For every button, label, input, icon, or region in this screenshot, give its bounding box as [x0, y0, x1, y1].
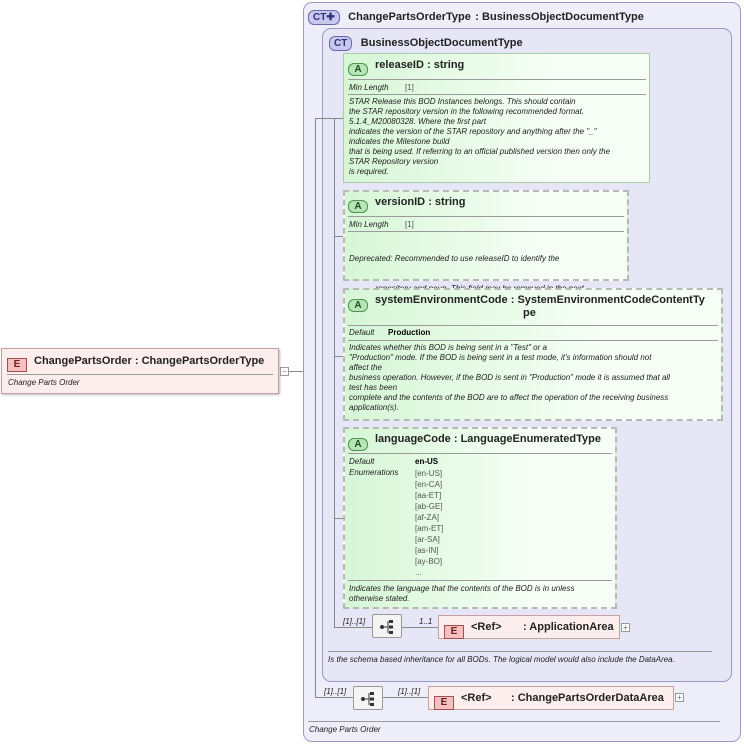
inner-type-doc: Is the schema based inheritance for all …: [328, 655, 675, 664]
enumeration-list: [en-US] [en-CA] [aa-ET] [ab-GE] [af-ZA] …: [415, 469, 444, 577]
separator: [348, 231, 624, 232]
separator: [328, 651, 712, 652]
facet-key: Default: [349, 457, 375, 466]
complex-type-badge-icon: CT: [329, 36, 353, 51]
root-element-doc: Change Parts Order: [8, 378, 80, 387]
attribute-badge-icon: A: [348, 63, 368, 76]
separator: [348, 79, 646, 80]
collapse-toggle-icon[interactable]: −: [280, 367, 289, 376]
outer-type-name: ChangePartsOrderType: [348, 11, 471, 23]
separator: [348, 453, 612, 454]
separator: [348, 325, 718, 326]
root-element-title: ChangePartsOrder : ChangePartsOrderType: [34, 355, 265, 367]
sequence-compositor[interactable]: [372, 614, 402, 638]
facet-key: Min Length: [349, 220, 389, 229]
connector-line: [334, 627, 372, 628]
sequence-compositor[interactable]: [353, 686, 383, 710]
attribute-badge-icon: A: [348, 438, 368, 451]
connector-line: [402, 627, 438, 628]
ref-label: <Ref>: [471, 621, 502, 633]
facet-key: Enumerations: [349, 468, 399, 477]
attribute-doc: Indicates whether this BOD is being sent…: [349, 343, 670, 412]
attribute-doc: STAR Release this BOD Instances belongs.…: [349, 97, 611, 176]
attribute-doc: Indicates the language that the contents…: [349, 584, 575, 603]
attribute-type: LanguageEnumeratedType: [460, 433, 601, 445]
ref-label: <Ref>: [461, 692, 492, 704]
inner-type-name: BusinessObjectDocumentType: [360, 37, 523, 49]
connector-line: [334, 356, 343, 357]
ref-name: : ApplicationArea: [523, 621, 614, 633]
expand-toggle-icon[interactable]: +: [675, 693, 684, 702]
attribute-versionid[interactable]: A versionID : string Min Length [1] Depr…: [343, 190, 629, 353]
separator: [348, 94, 646, 95]
outer-type-header: CT✚ ChangePartsOrderType : BusinessObjec…: [308, 7, 644, 25]
outer-type-base: BusinessObjectDocumentType: [482, 11, 644, 23]
cardinality-label: [1]..[1]: [324, 687, 347, 696]
facet-value: [1]: [405, 220, 414, 229]
element-badge-icon: E: [7, 358, 27, 372]
connector-line: [289, 371, 315, 372]
separator: [348, 580, 612, 581]
attribute-type: string: [434, 196, 466, 208]
facet-key: Default: [349, 328, 375, 337]
attribute-releaseid[interactable]: A releaseID : string Min Length [1] STAR…: [343, 53, 650, 183]
attribute-languagecode[interactable]: A languageCode : LanguageEnumeratedType …: [343, 427, 617, 609]
cardinality-label: [1]..[1]: [343, 617, 366, 626]
connector-line: [315, 118, 316, 697]
attribute-badge-icon: A: [348, 200, 368, 213]
sequence-icon: [380, 620, 393, 634]
facet-value: Production: [388, 328, 431, 337]
root-element-box[interactable]: E ChangePartsOrder : ChangePartsOrderTyp…: [1, 348, 279, 394]
root-element-name: ChangePartsOrder: [34, 355, 132, 367]
separator: [308, 721, 720, 722]
connector-line: [315, 697, 353, 698]
connector-line: [315, 118, 343, 119]
connector-line: [334, 518, 343, 519]
attribute-type-wrap: pe: [523, 307, 536, 319]
inner-type-header: CT BusinessObjectDocumentType: [329, 33, 523, 51]
connector-line: [383, 697, 428, 698]
cardinality-label: [1]..[1]: [398, 687, 421, 696]
element-badge-icon: E: [444, 625, 464, 639]
attribute-badge-icon: A: [348, 299, 368, 312]
outer-type-doc: Change Parts Order: [309, 725, 381, 734]
facet-key: Min Length: [349, 83, 389, 92]
expand-toggle-icon[interactable]: +: [621, 623, 630, 632]
element-badge-icon: E: [434, 696, 454, 710]
facet-value: en-US: [415, 457, 439, 466]
separator: [348, 340, 718, 341]
connector-line: [334, 236, 343, 237]
attribute-type: SystemEnvironmentCodeContentTy: [517, 294, 705, 306]
element-ref-changepartsorderdataarea[interactable]: E <Ref> : ChangePartsOrderDataArea: [428, 686, 674, 710]
facet-value: [1]: [405, 83, 414, 92]
attribute-name: releaseID: [375, 59, 424, 71]
cardinality-label: 1..1: [419, 617, 433, 626]
attribute-type: string: [433, 59, 465, 71]
attribute-name: systemEnvironmentCode: [375, 294, 508, 306]
sequence-icon: [361, 692, 374, 706]
separator: [348, 216, 624, 217]
attribute-name: languageCode: [375, 433, 451, 445]
root-element-type: ChangePartsOrderType: [141, 355, 265, 367]
connector-line: [334, 118, 335, 627]
attribute-name: versionID: [375, 196, 426, 208]
attribute-systemenvironmentcode[interactable]: A systemEnvironmentCode : SystemEnvironm…: [343, 288, 723, 421]
ref-name: : ChangePartsOrderDataArea: [511, 692, 664, 704]
separator: [7, 374, 273, 375]
complex-type-badge-icon: CT✚: [308, 10, 340, 25]
element-ref-applicationarea[interactable]: E <Ref> : ApplicationArea: [438, 615, 620, 639]
